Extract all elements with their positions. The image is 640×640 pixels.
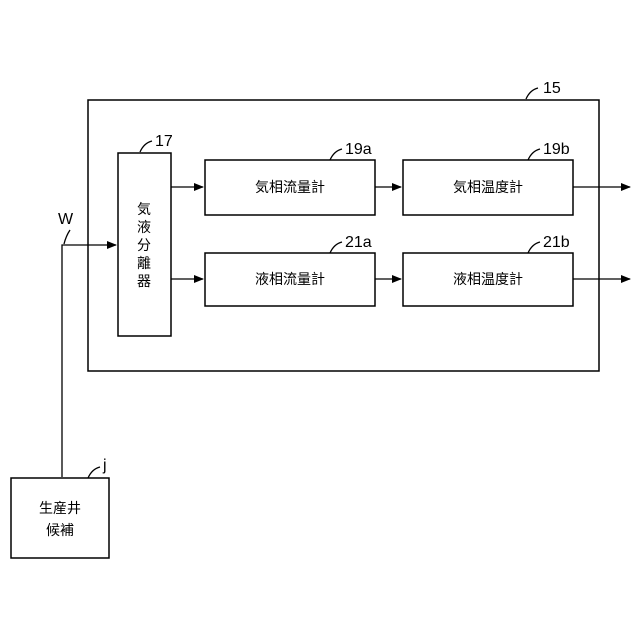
liquid-temp-meter-label: 液相温度計 — [453, 272, 523, 288]
liquid-flow-meter-label: 液相流量計 — [255, 272, 325, 288]
separator-label: 気液分離器 — [137, 202, 151, 290]
liquid-flow-ref-label: 21a — [345, 234, 372, 251]
system-leader-line — [526, 88, 538, 99]
gas-flow-meter-label: 気相流量計 — [255, 180, 325, 196]
liquid-temp-ref-label: 21b — [543, 234, 570, 251]
pipe-leader-line — [64, 230, 70, 244]
gas-flow-ref-label: 19a — [345, 141, 372, 158]
well-candidate-label-line2: 候補 — [46, 523, 74, 539]
well-candidate-label-line1: 生産井 — [39, 501, 81, 517]
well-candidate-box — [11, 478, 109, 558]
gas-temp-ref-label: 19b — [543, 141, 570, 158]
well-leader-line — [88, 467, 100, 478]
pipe-ref-label: W — [58, 211, 74, 228]
separator-ref-label: 17 — [155, 133, 173, 150]
gas-temp-meter-label: 気相温度計 — [453, 180, 523, 196]
system-ref-label: 15 — [543, 80, 561, 97]
well-ref-label: j — [102, 457, 107, 474]
